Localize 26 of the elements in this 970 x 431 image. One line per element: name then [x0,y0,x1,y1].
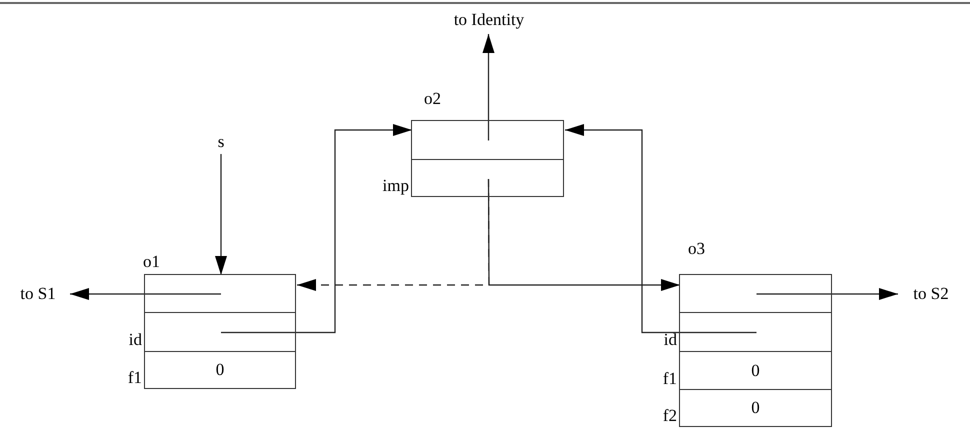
arrow [482,34,494,140]
pointer-label: to Identity [428,10,550,34]
dashed-arrow [297,179,490,291]
arrow [756,288,898,300]
arrow [221,124,412,334]
field-label: f1 [662,368,677,388]
object-label: o1 [143,252,160,272]
field-label: id [664,330,677,350]
field-label: id [128,330,142,350]
field-label: f1 [128,368,142,388]
arrow [565,124,756,334]
field-cell [144,274,296,312]
arrow [70,288,221,300]
field-value: 0 [751,360,760,380]
field-value: 0 [751,398,760,418]
pointer-label: s [211,132,231,154]
arrow [215,154,227,275]
field-label: imp [382,176,409,196]
pointer-label: to S1 [6,284,70,306]
field-label: f2 [662,406,677,426]
field-value: 0 [216,360,224,380]
object-label: o2 [424,89,441,109]
object-label: o3 [688,239,705,259]
pointer-label: to S2 [898,284,964,306]
field-cell [411,120,564,159]
field-cell [679,274,832,312]
